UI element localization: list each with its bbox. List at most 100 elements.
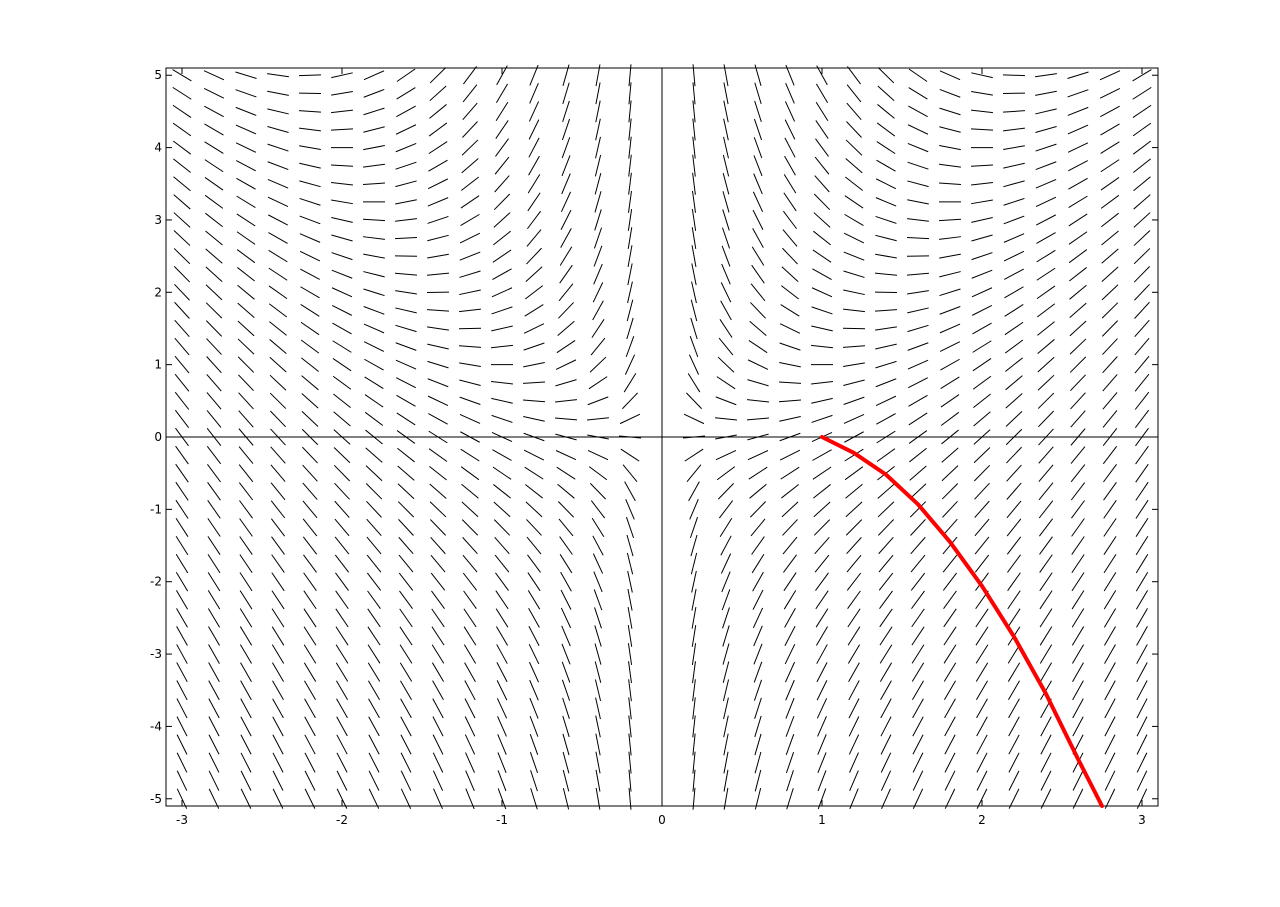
slope-segment [971, 90, 993, 96]
slope-segment [555, 379, 577, 387]
slope-segment [876, 141, 896, 155]
slope-segment [1006, 482, 1022, 500]
slope-segment [462, 537, 478, 555]
slope-segment [628, 661, 632, 684]
slope-segment [208, 716, 220, 737]
slope-segment [626, 552, 634, 575]
slope-segment [176, 770, 188, 791]
slope-segment [558, 283, 574, 302]
slope-segment [172, 122, 192, 137]
slope-segment [754, 100, 762, 123]
slope-segment [907, 161, 929, 170]
slope-segment [204, 141, 224, 154]
slope-segment [1070, 392, 1086, 410]
slope-segment [939, 70, 961, 81]
slope-segment [877, 85, 895, 102]
slope-segment [304, 698, 316, 719]
slope-segment [269, 356, 287, 373]
slope-segment [875, 326, 897, 331]
slope-segment [172, 104, 192, 119]
slope-segment [1133, 158, 1151, 173]
slope-segment [588, 376, 608, 390]
slope-segment [205, 320, 223, 337]
slope-segment [910, 554, 926, 573]
slope-segment [366, 518, 382, 537]
slope-segment [207, 608, 221, 628]
slope-segment [267, 178, 289, 189]
slope-segment [846, 121, 862, 138]
slope-segment [847, 608, 861, 628]
slope-segment [175, 463, 189, 483]
slope-segment [879, 644, 893, 664]
slope-segment [1104, 788, 1116, 809]
slope-segment [174, 355, 190, 374]
slope-segment [365, 465, 383, 482]
slope-segment [431, 626, 445, 646]
slope-segment [495, 608, 509, 628]
slope-segment [811, 325, 833, 332]
slope-segment [527, 572, 541, 592]
slope-segment [628, 697, 632, 720]
slope-segment [239, 554, 253, 574]
slope-segment [628, 100, 632, 123]
slope-segment [628, 190, 632, 213]
slope-segment [239, 518, 253, 537]
slope-segment [782, 247, 798, 265]
slope-segment [1040, 788, 1052, 809]
slope-segment [527, 590, 541, 610]
slope-segment [208, 644, 220, 664]
slope-segment [399, 662, 413, 682]
slope-segment [430, 572, 446, 591]
slope-segment [971, 217, 993, 223]
slope-segment [1068, 249, 1088, 264]
slope-segment [302, 482, 318, 500]
slope-segment [1006, 500, 1022, 519]
slope-segment [1069, 356, 1087, 373]
slope-segment [974, 554, 990, 573]
slope-segment [431, 644, 445, 664]
slope-segment [1039, 608, 1053, 628]
slope-segment [368, 698, 380, 719]
slope-segment [1102, 356, 1118, 374]
slope-segment [973, 447, 991, 464]
slope-segment [1008, 734, 1020, 755]
slope-segment [1039, 554, 1053, 573]
slope-segment [594, 173, 602, 195]
slope-segment [272, 752, 284, 773]
slope-segment [239, 500, 253, 519]
slope-segment [816, 662, 828, 683]
slope-segment [494, 536, 510, 555]
slope-segment [560, 607, 572, 629]
slope-segment [1003, 233, 1025, 243]
slope-segment [556, 340, 576, 354]
slope-segment [302, 500, 318, 519]
slope-segment [785, 64, 795, 86]
slope-segment [236, 195, 256, 209]
slope-segment [975, 626, 989, 646]
slope-segment [691, 208, 697, 231]
slope-segment [785, 697, 795, 719]
slope-segment [272, 716, 284, 737]
slope-segment [270, 410, 286, 428]
slope-segment [529, 715, 539, 737]
slope-segment [875, 343, 897, 350]
slope-segment [692, 697, 696, 720]
slope-segment [560, 228, 572, 248]
slope-segment [1136, 608, 1148, 628]
slope-segment [524, 304, 544, 317]
slope-segment [269, 339, 287, 355]
slope-segment [813, 484, 831, 499]
slope-segment [298, 74, 322, 77]
slope-segment [940, 394, 960, 408]
slope-segment [271, 644, 285, 664]
slope-segment [973, 393, 991, 409]
slope-segment [492, 268, 512, 281]
slope-segment [880, 680, 892, 701]
slope-segment [300, 321, 320, 336]
slope-segment [939, 306, 961, 315]
slope-segment [429, 67, 447, 84]
slope-segment [268, 285, 288, 300]
slope-segment [562, 82, 570, 104]
slope-segment [716, 466, 736, 481]
